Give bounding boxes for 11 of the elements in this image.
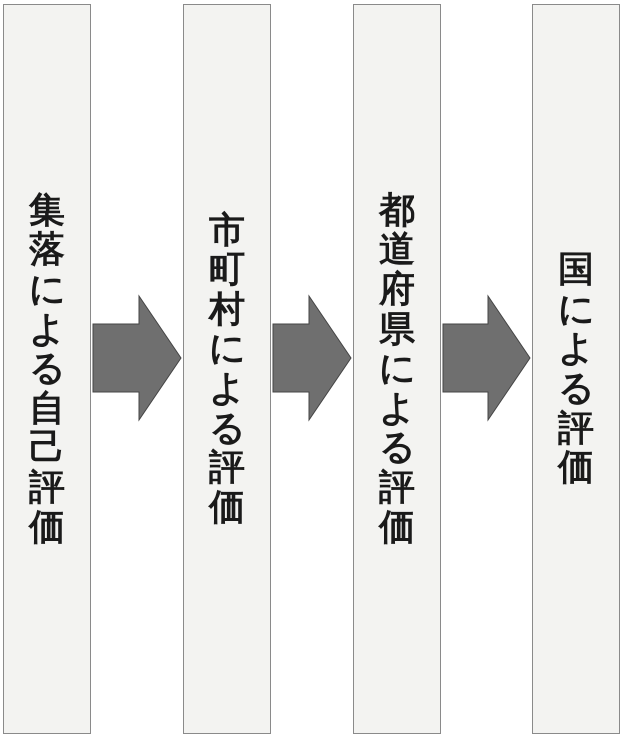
- block-arrow: [442, 294, 531, 422]
- stage-label: 市町村による評価: [209, 210, 245, 528]
- stage-box: [532, 4, 620, 734]
- stage-label: 集落による自己評価: [29, 190, 65, 548]
- stage-label: 都道府県による評価: [379, 190, 415, 548]
- stage-box: [3, 4, 91, 734]
- block-arrow: [92, 294, 182, 422]
- stage-box: [353, 4, 441, 734]
- stage-box: [183, 4, 271, 734]
- stage-label: 国による評価: [558, 250, 594, 488]
- block-arrow: [272, 294, 352, 422]
